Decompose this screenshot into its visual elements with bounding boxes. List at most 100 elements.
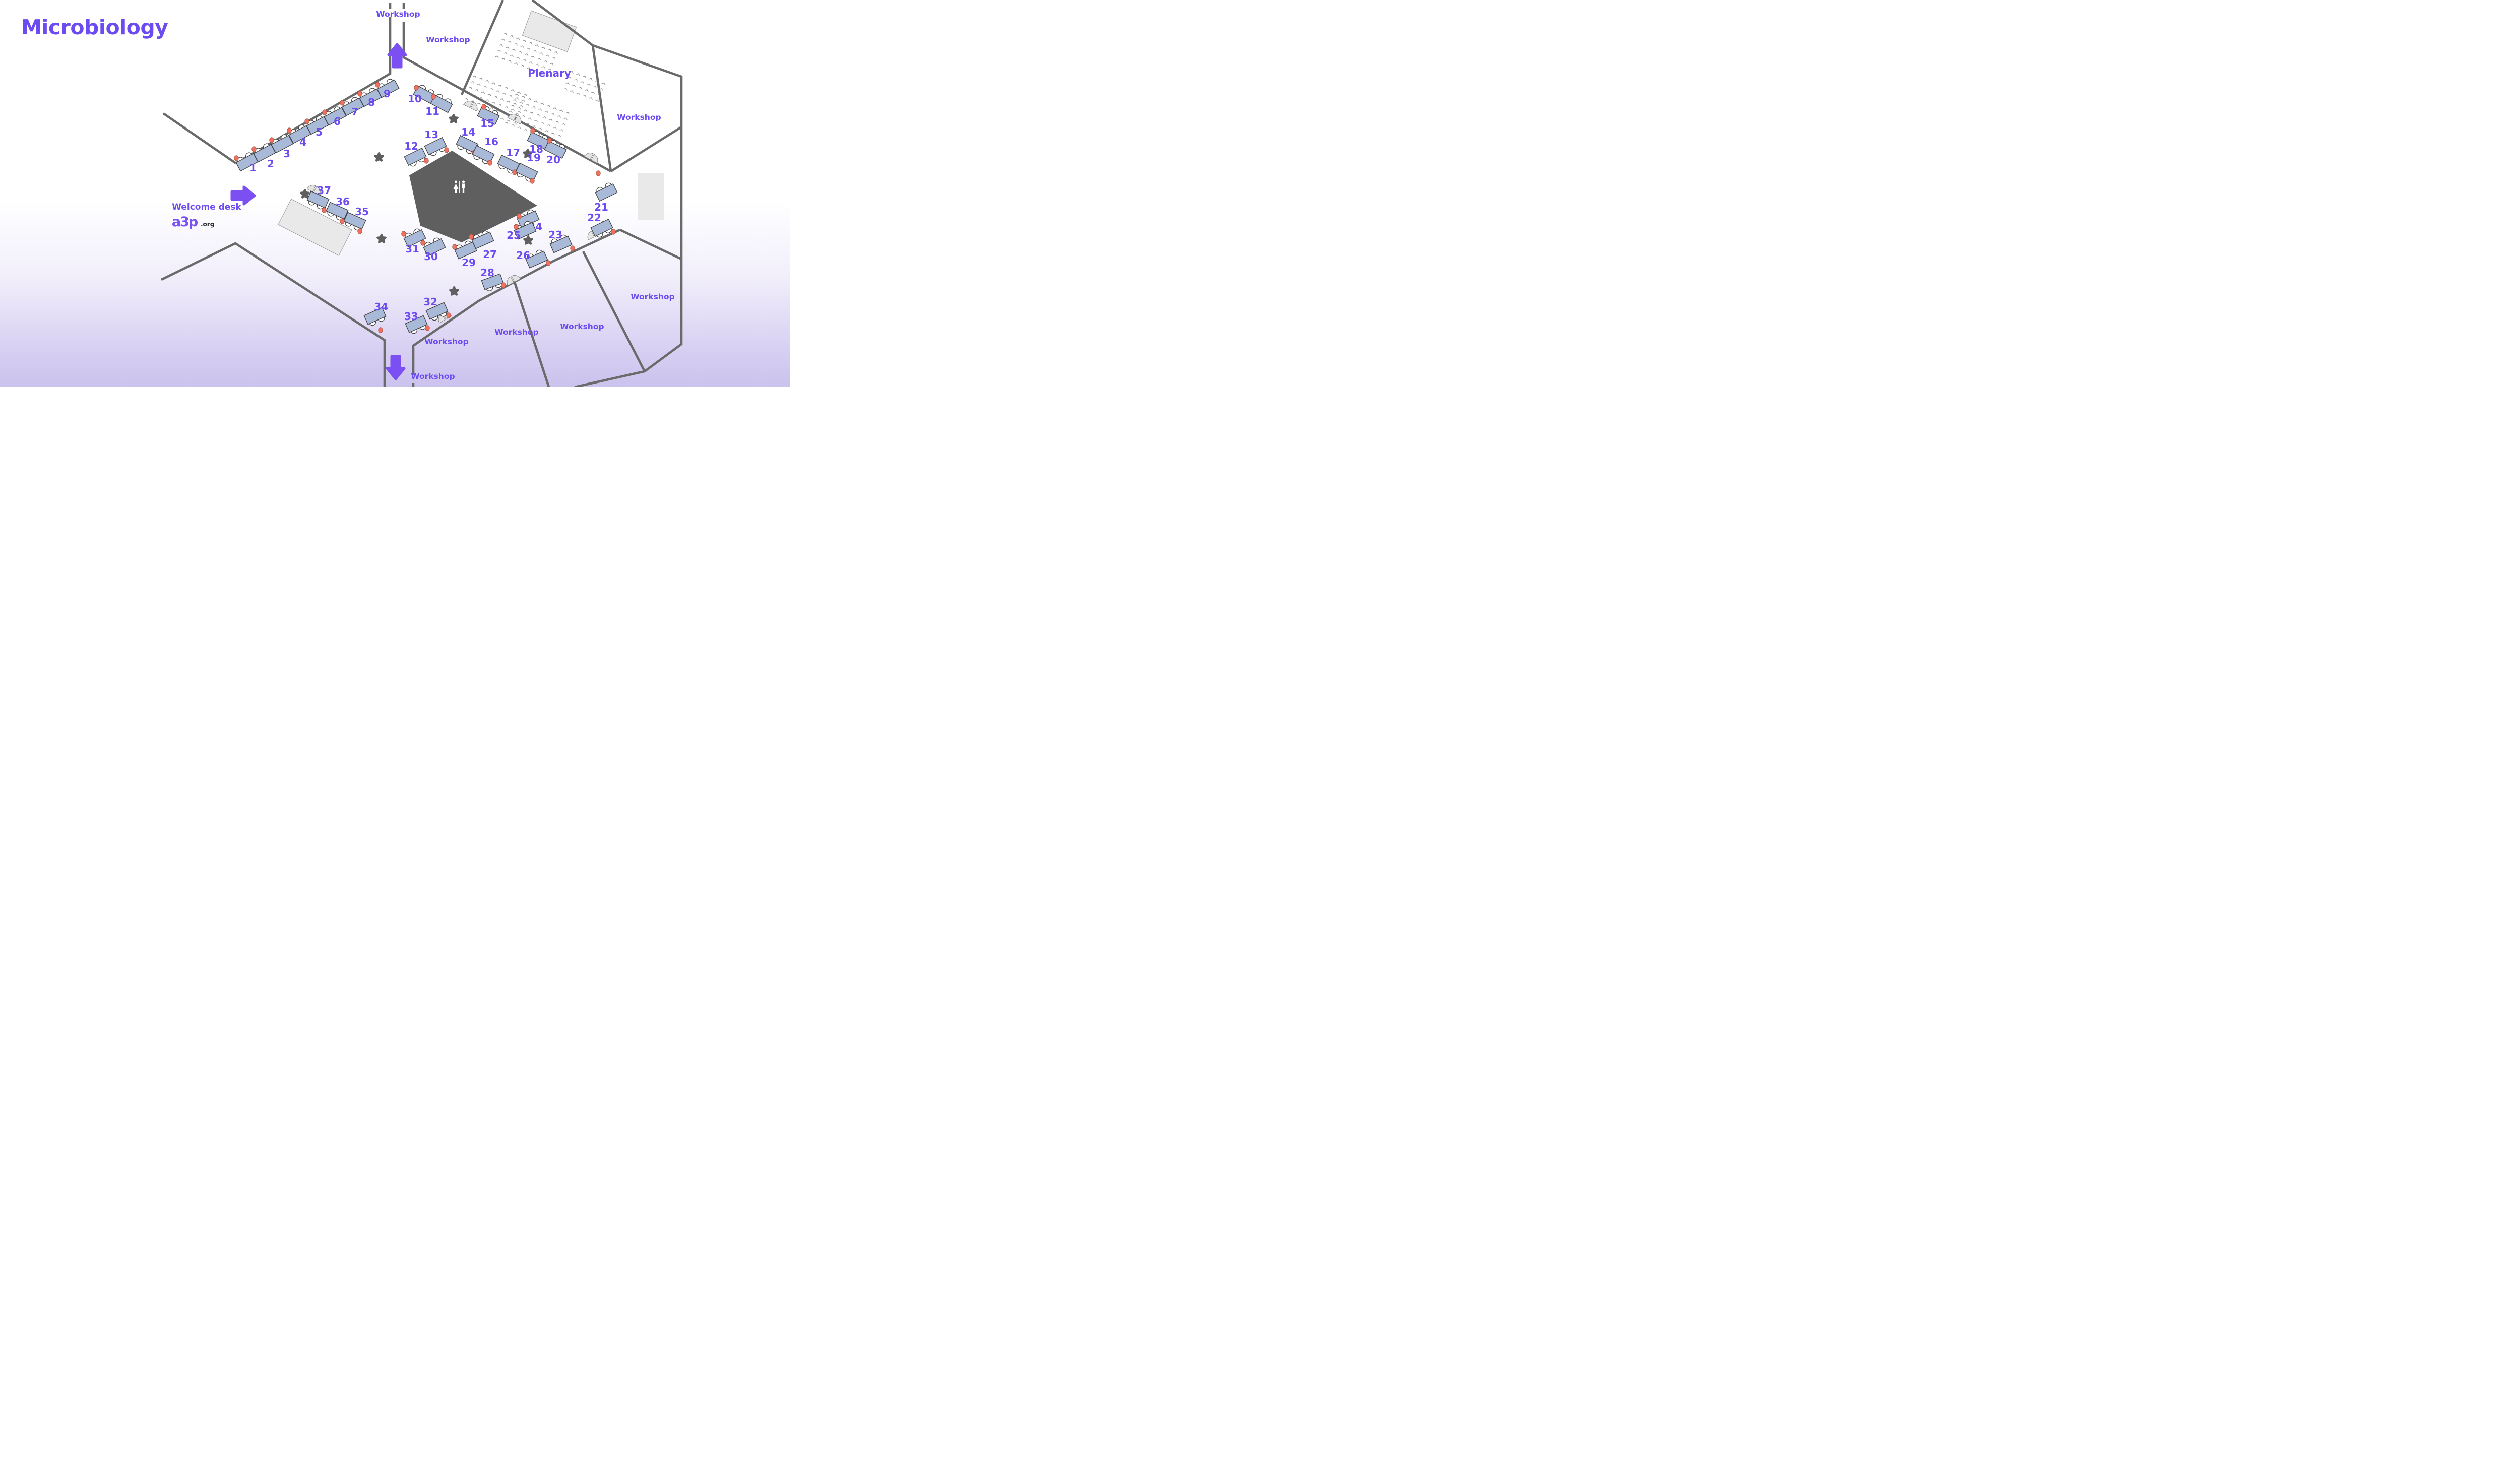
table-number-35: 35 [355, 206, 369, 218]
table-number-8: 8 [368, 96, 375, 108]
power-dot [431, 94, 436, 100]
power-dot [547, 138, 552, 144]
table-top [326, 202, 349, 220]
table-34 [363, 307, 387, 326]
restroom-core [409, 151, 537, 242]
star-icon [376, 234, 387, 243]
room-label-workshop: Workshop [617, 113, 661, 122]
star-icon [374, 152, 384, 162]
power-dot [530, 178, 535, 184]
wall [235, 17, 392, 164]
table-number-18: 18 [529, 143, 543, 155]
power-dot [481, 104, 486, 110]
logo-suffix: .org [201, 221, 214, 228]
wall [160, 242, 386, 387]
table-number-16: 16 [484, 136, 498, 148]
table-number-5: 5 [316, 126, 323, 138]
table-21 [595, 182, 618, 202]
table-13 [424, 137, 447, 156]
table-6 [324, 106, 347, 126]
woman-head [454, 180, 458, 183]
table-30 [423, 237, 446, 257]
table-number-15: 15 [480, 117, 494, 130]
power-dot [452, 244, 457, 250]
table-number-11: 11 [425, 105, 439, 117]
table-top [525, 250, 548, 269]
table-number-17: 17 [506, 147, 520, 159]
table-number-25: 25 [507, 229, 521, 241]
power-dot [378, 327, 383, 333]
wall [619, 228, 682, 261]
power-dot [234, 155, 239, 161]
door-icon [463, 101, 478, 111]
table-3 [271, 134, 294, 154]
table-37 [306, 190, 330, 210]
table-top [514, 222, 537, 240]
table-top [324, 107, 347, 126]
door-leaf [587, 231, 595, 240]
power-dot [596, 170, 601, 176]
table-top [403, 229, 426, 247]
wall [412, 228, 620, 375]
power-dot [446, 312, 451, 318]
door-leaf [514, 115, 522, 124]
wall [162, 112, 237, 164]
stage [638, 173, 664, 220]
table-17 [497, 155, 520, 174]
table-top [271, 135, 294, 154]
table-number-12: 12 [404, 140, 418, 152]
table-number-28: 28 [480, 267, 494, 279]
table-12 [404, 148, 427, 167]
table-number-31: 31 [405, 243, 419, 255]
power-dot [357, 91, 362, 97]
table-number-3: 3 [283, 148, 290, 160]
table-number-19: 19 [527, 152, 541, 164]
table-number-13: 13 [424, 129, 438, 141]
table-top [544, 141, 567, 159]
power-dot [487, 160, 492, 166]
logo-main: a3p [172, 214, 198, 230]
table-22 [590, 219, 613, 238]
welcome-desk-label: Welcome desk [172, 202, 241, 212]
table-number-34: 34 [374, 301, 388, 313]
table-number-7: 7 [351, 106, 358, 118]
wall [513, 282, 550, 387]
table-35 [343, 212, 366, 231]
room-label-workshop: Workshop [631, 292, 674, 301]
table-number-26: 26 [516, 249, 530, 262]
table-top [590, 219, 613, 237]
table-33 [405, 315, 428, 334]
power-dot [269, 137, 274, 143]
table-top [405, 315, 428, 333]
table-number-1: 1 [249, 162, 257, 174]
man-head [462, 180, 465, 183]
door-leaf [507, 276, 514, 286]
room-label-workshop: Workshop [560, 322, 604, 331]
table-number-10: 10 [408, 93, 422, 105]
table-number-6: 6 [334, 115, 341, 127]
power-dot [517, 213, 522, 219]
table-number-2: 2 [267, 158, 274, 170]
table-number-30: 30 [424, 250, 438, 263]
table-top [376, 79, 400, 98]
door-leaf [584, 153, 594, 160]
woman-body [453, 183, 459, 193]
power-dot [375, 82, 380, 88]
table-9 [376, 79, 400, 98]
man-body [462, 183, 465, 193]
table-14 [456, 135, 479, 154]
a3p-logo: a3p.org [172, 214, 214, 230]
power-dot [340, 100, 345, 106]
room-label-workshop: Workshop [494, 328, 538, 337]
star-icon [523, 149, 533, 158]
right-arrow-icon [230, 185, 256, 206]
table-number-23: 23 [548, 229, 562, 241]
table-number-29: 29 [462, 257, 476, 269]
table-1 [235, 152, 259, 172]
wall [610, 126, 682, 172]
table-number-36: 36 [336, 196, 350, 208]
table-26 [525, 249, 548, 269]
table-2 [253, 143, 276, 163]
table-number-33: 33 [404, 310, 418, 323]
wall [402, 22, 612, 173]
